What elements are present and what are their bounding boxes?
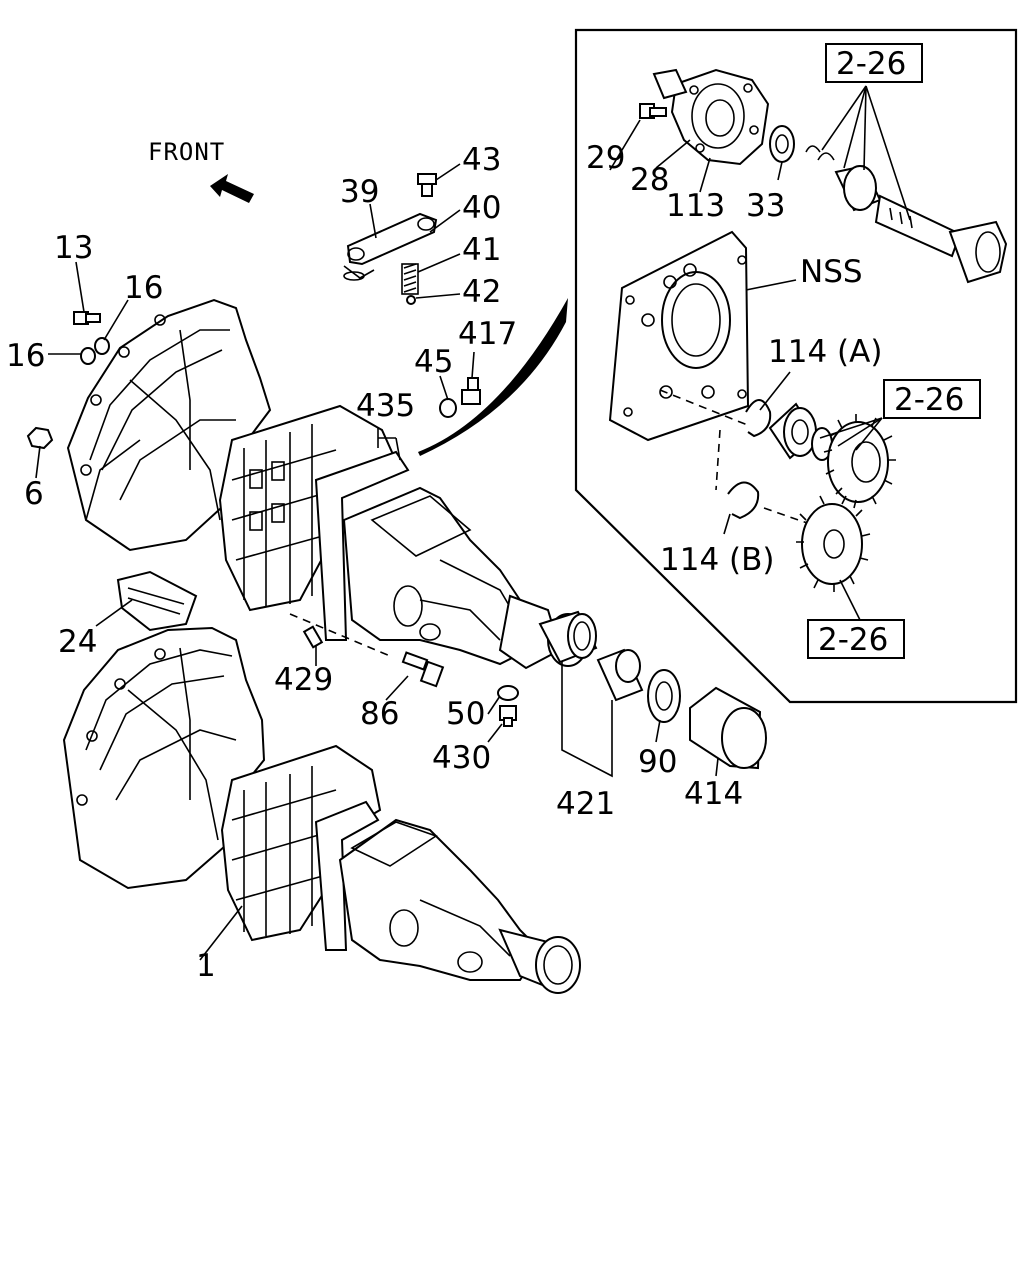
callout-16-b: 16	[6, 338, 45, 374]
part-421-bracket	[561, 662, 613, 778]
callout-6: 6	[24, 476, 44, 512]
callout-1: 1	[196, 948, 216, 984]
ref-box-bottom[interactable]: 2-26	[807, 619, 905, 659]
detail-inset-frame	[574, 28, 1018, 704]
part-430-plug	[499, 705, 517, 727]
callout-29: 29	[586, 140, 625, 176]
callout-40: 40	[462, 190, 501, 226]
part-417-bolt	[461, 377, 481, 405]
part-421-seal	[538, 610, 644, 702]
part-86-bolt	[401, 651, 445, 688]
part-28-cover	[652, 68, 770, 166]
ref-box-top[interactable]: 2-26	[825, 43, 923, 83]
nss-adapter-plate	[608, 230, 750, 442]
callout-430: 430	[432, 740, 491, 776]
axis-dashed-line-b	[715, 429, 721, 491]
callout-nss: NSS	[800, 254, 863, 290]
part-43-bolt	[417, 173, 437, 197]
upper-transmission	[66, 298, 589, 670]
part-16-washer-2	[80, 347, 96, 365]
callout-39: 39	[340, 174, 379, 210]
callout-42: 42	[462, 274, 501, 310]
callout-86: 86	[360, 696, 399, 732]
callout-50: 50	[446, 696, 485, 732]
callout-43: 43	[462, 142, 501, 178]
callout-28: 28	[630, 162, 669, 198]
part-39-shift-lever	[343, 212, 438, 281]
part-41-spring	[401, 263, 419, 295]
svg-text:2-26: 2-26	[836, 46, 906, 82]
part-114b-snap-ring	[727, 481, 760, 520]
part-33-bearing	[769, 125, 795, 163]
part-429-pin	[289, 613, 391, 657]
callout-16-a: 16	[124, 270, 163, 306]
callout-41: 41	[462, 232, 501, 268]
callout-114b: 114 (B)	[660, 542, 774, 578]
part-6-nut	[26, 426, 54, 450]
callout-24: 24	[58, 624, 97, 660]
callout-421: 421	[556, 786, 615, 822]
part-13-bolt	[73, 311, 101, 325]
part-42-ball	[406, 295, 416, 305]
callout-113: 113	[666, 188, 725, 224]
callout-33: 33	[746, 188, 785, 224]
callout-414: 414	[684, 776, 743, 812]
part-114a-snap-ring	[745, 399, 772, 438]
front-label: FRONT	[148, 138, 225, 166]
part-414-sleeve	[689, 686, 767, 770]
callout-90: 90	[638, 744, 677, 780]
callout-114a: 114 (A)	[768, 334, 882, 370]
front-arrow-icon	[210, 174, 254, 203]
leader-lines	[35, 85, 911, 961]
part-45-washer	[439, 398, 457, 418]
part-29-bolt	[639, 103, 667, 119]
reverse-gear	[796, 495, 871, 592]
part-16-washer	[94, 337, 110, 355]
svg-text:2-26: 2-26	[818, 622, 888, 658]
callout-45: 45	[414, 344, 453, 380]
ref-box-middle[interactable]: 2-26	[883, 379, 981, 419]
callout-429: 429	[274, 662, 333, 698]
callout-13: 13	[54, 230, 93, 266]
callout-435: 435	[356, 388, 415, 424]
lower-transmission	[62, 626, 581, 994]
axis-dashed-line-a	[659, 389, 761, 431]
part-50-washer	[497, 685, 519, 701]
output-shaft-assembly	[805, 145, 1008, 284]
part-90-bearing	[647, 669, 681, 723]
svg-text:2-26: 2-26	[894, 382, 964, 418]
callout-417: 417	[458, 316, 517, 352]
part-24-cover	[116, 570, 198, 632]
